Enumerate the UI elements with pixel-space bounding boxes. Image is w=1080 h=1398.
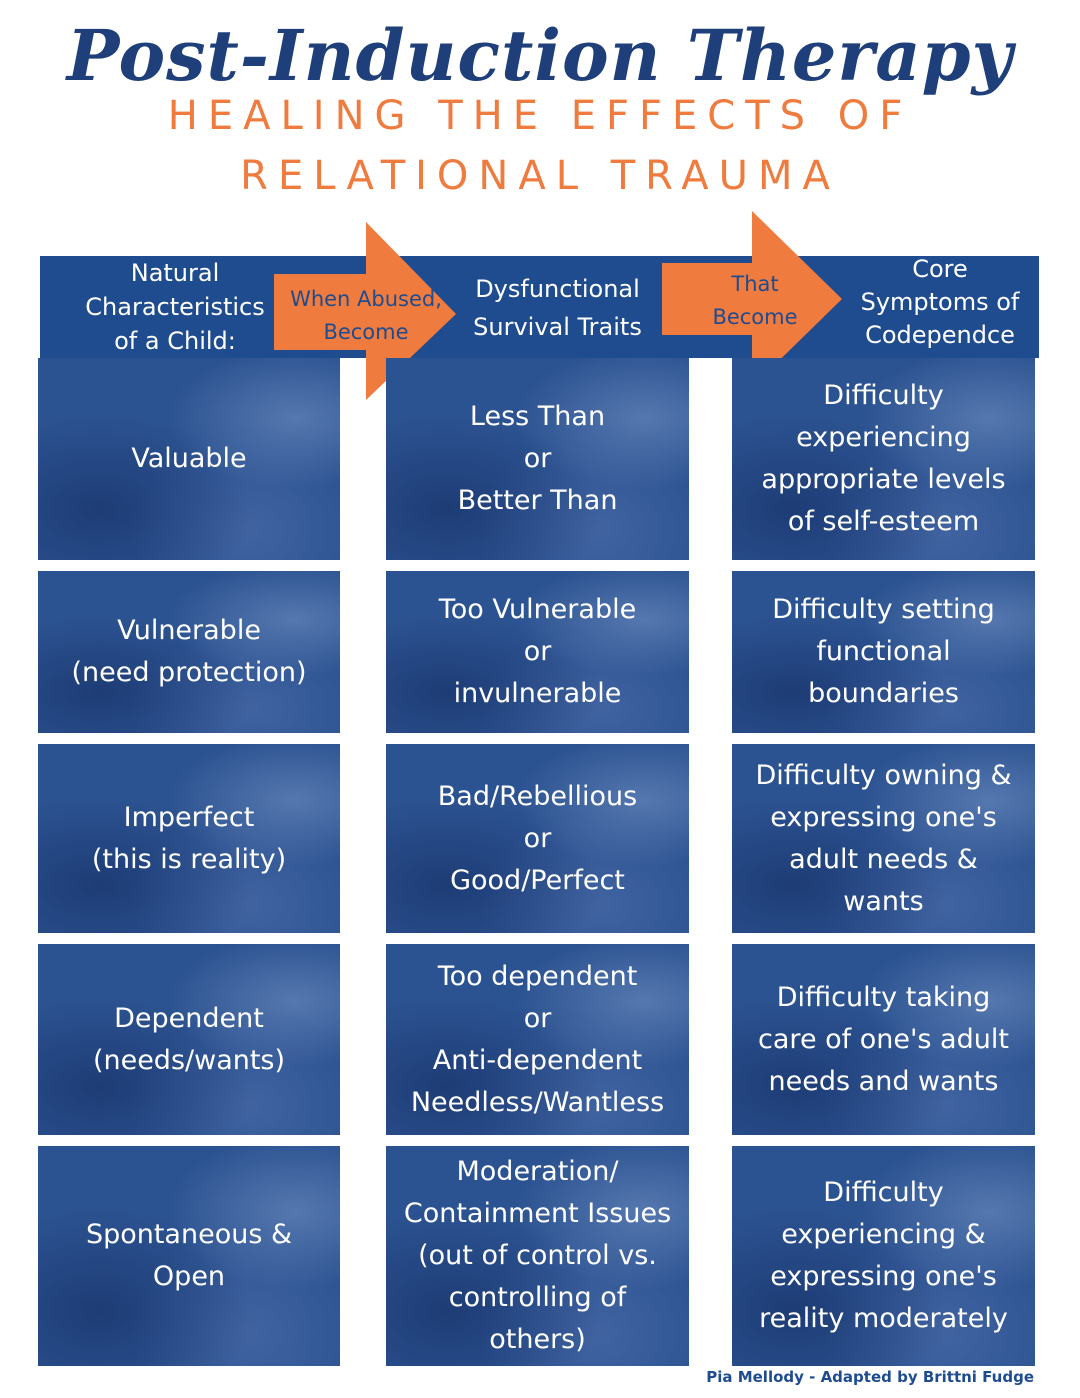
- row-divider: [44, 935, 340, 941]
- page-subtitle-line-1: HEALING THE EFFECTS OF: [167, 93, 913, 139]
- column-header-natural: Natural Characteristics of a Child:: [85, 259, 265, 355]
- symptom-cell: Difficulty owning & expressing one's adu…: [732, 744, 1035, 933]
- symptom-cell: Difficulty experiencing & expressing one…: [732, 1146, 1035, 1366]
- arrow-1-label: When Abused, Become: [290, 287, 442, 344]
- natural-cell: Imperfect (this is reality): [38, 744, 340, 933]
- survival-cell: Less Than or Better Than: [386, 358, 689, 560]
- footer-credit: Pia Mellody - Adapted by Brittni Fudge: [706, 1368, 1034, 1386]
- page-subtitle-line-2: RELATIONAL TRAUMA: [240, 153, 840, 199]
- arrow-2-icon: [662, 211, 842, 387]
- symptom-cell: Difficulty experiencing appropriate leve…: [732, 358, 1035, 560]
- column-header-symptoms: Core Symptoms of Codependce: [860, 255, 1020, 349]
- survival-cell: Too dependent or Anti-dependent Needless…: [386, 944, 689, 1135]
- survival-cell: Too Vulnerable or invulnerable: [386, 571, 689, 733]
- symptom-cell: Difficulty setting functional boundaries: [732, 571, 1035, 733]
- arrow-1-icon: [274, 222, 456, 400]
- natural-cell: Dependent (needs/wants): [38, 944, 340, 1135]
- survival-cell: Bad/Rebellious or Good/Perfect: [386, 744, 689, 933]
- symptom-cell: Difficulty taking care of one's adult ne…: [732, 944, 1035, 1135]
- natural-cell: Spontaneous & Open: [38, 1146, 340, 1366]
- survival-cell: Moderation/ Containment Issues (out of c…: [386, 1146, 689, 1366]
- column-header-survival: Dysfunctional Survival Traits: [473, 275, 642, 341]
- natural-cell: Valuable: [38, 358, 340, 560]
- column-header-bar: [40, 256, 1039, 358]
- page-title: Post-Induction Therapy: [66, 14, 1014, 97]
- arrow-2-label: That Become: [712, 272, 798, 329]
- natural-cell: Vulnerable (need protection): [38, 571, 340, 733]
